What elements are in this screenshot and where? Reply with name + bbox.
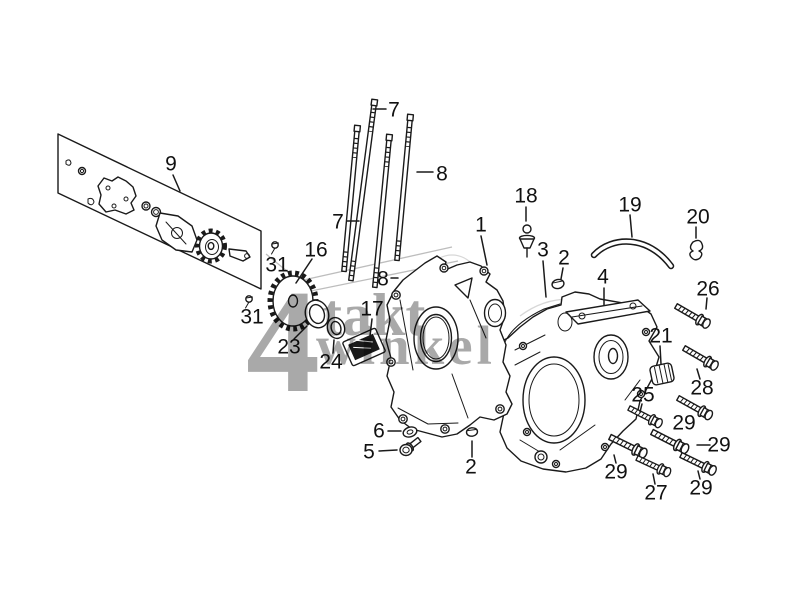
bolt-holes — [386, 263, 505, 434]
o-ring-small — [326, 316, 346, 340]
cylinder-stud — [371, 133, 394, 289]
part-number-6: 6 — [373, 420, 385, 443]
bracket-cutout — [454, 277, 473, 299]
pump-washer-small — [77, 166, 87, 176]
small-boss — [483, 298, 507, 328]
leader-line-25 — [639, 403, 643, 413]
part-number-19: 19 — [618, 194, 641, 217]
part-number-8: 8 — [377, 268, 389, 291]
leader-line-29 — [613, 454, 617, 464]
part-number-31: 31 — [265, 254, 288, 277]
push-nut-icon — [271, 241, 279, 255]
center-gasket — [503, 303, 561, 345]
leader-line-26 — [705, 297, 708, 310]
part-number-23: 23 — [277, 336, 300, 359]
part-number-2: 2 — [558, 247, 570, 270]
right-crankcase-half — [495, 291, 660, 473]
sealing-washer — [402, 426, 418, 438]
pump-body — [155, 212, 198, 253]
leader-line-29 — [697, 470, 701, 480]
leader-line-24 — [332, 339, 335, 354]
part-number-27: 27 — [644, 482, 667, 505]
part-number-25: 25 — [631, 384, 654, 407]
oil-filter-screen — [342, 327, 386, 367]
pump-gasket-plate — [97, 176, 137, 215]
part-number-5: 5 — [363, 441, 375, 464]
leader-line-9 — [172, 174, 181, 192]
part-number-9: 9 — [165, 153, 177, 176]
knurled-roller — [649, 362, 675, 386]
dowel-clip — [551, 278, 565, 290]
leader-line-2 — [560, 267, 564, 280]
breather-hose — [590, 238, 675, 270]
cylinder-stud — [341, 124, 362, 273]
part-number-4: 4 — [597, 266, 609, 289]
part-number-20: 20 — [686, 206, 709, 229]
leader-line-23 — [293, 325, 308, 340]
left-crankcase-half — [385, 255, 513, 438]
part-number-18: 18 — [514, 185, 537, 208]
side-boss — [593, 334, 629, 380]
cylinder-stud — [348, 98, 379, 282]
leader-line-17 — [369, 318, 373, 337]
drain-bolt — [399, 436, 422, 457]
part-number-24: 24 — [319, 351, 343, 374]
leader-line-16 — [295, 258, 313, 284]
part-number-17: 17 — [360, 298, 383, 321]
o-ring-large — [304, 299, 330, 329]
pump-small-pin — [65, 159, 72, 166]
oil-pump-kit-box — [57, 133, 262, 290]
cylinder-stud — [394, 113, 415, 262]
dowel-clip — [465, 427, 479, 437]
part-number-3: 3 — [537, 239, 549, 262]
part-number-28: 28 — [690, 377, 713, 400]
leader-line-19 — [629, 214, 633, 238]
part-number-8: 8 — [436, 163, 448, 186]
leader-line-27 — [652, 473, 656, 485]
hose-clamp — [689, 239, 704, 261]
bolt-holes — [518, 327, 651, 469]
pump-shaft-fork — [228, 248, 251, 262]
part-number-29: 29 — [707, 434, 730, 457]
flange-bolt-28 — [680, 342, 721, 373]
part-number-21: 21 — [649, 325, 672, 348]
push-nut-icon — [245, 295, 253, 309]
part-number-29: 29 — [604, 461, 627, 484]
pump-rotor-gear — [195, 228, 227, 264]
top-bracket — [565, 299, 651, 325]
part-number-29: 29 — [672, 412, 695, 435]
part-number-16: 16 — [304, 239, 327, 262]
part-number-26: 26 — [696, 278, 719, 301]
part-number-7: 7 — [388, 99, 400, 122]
part-number-1: 1 — [475, 214, 487, 237]
pump-washer — [150, 206, 162, 218]
leader-line-5 — [378, 449, 398, 452]
leader-line-1 — [480, 235, 488, 266]
part-number-29: 29 — [689, 477, 712, 500]
part-number-7: 7 — [332, 211, 344, 234]
leader-line-3 — [542, 260, 547, 298]
part-number-2: 2 — [465, 456, 477, 479]
part-number-31: 31 — [240, 306, 263, 329]
pump-nut — [141, 201, 151, 211]
leader-line-21 — [659, 345, 662, 365]
oil-jet — [518, 224, 536, 258]
leader-line-28 — [696, 368, 701, 380]
main-bearing-opening — [522, 356, 586, 444]
